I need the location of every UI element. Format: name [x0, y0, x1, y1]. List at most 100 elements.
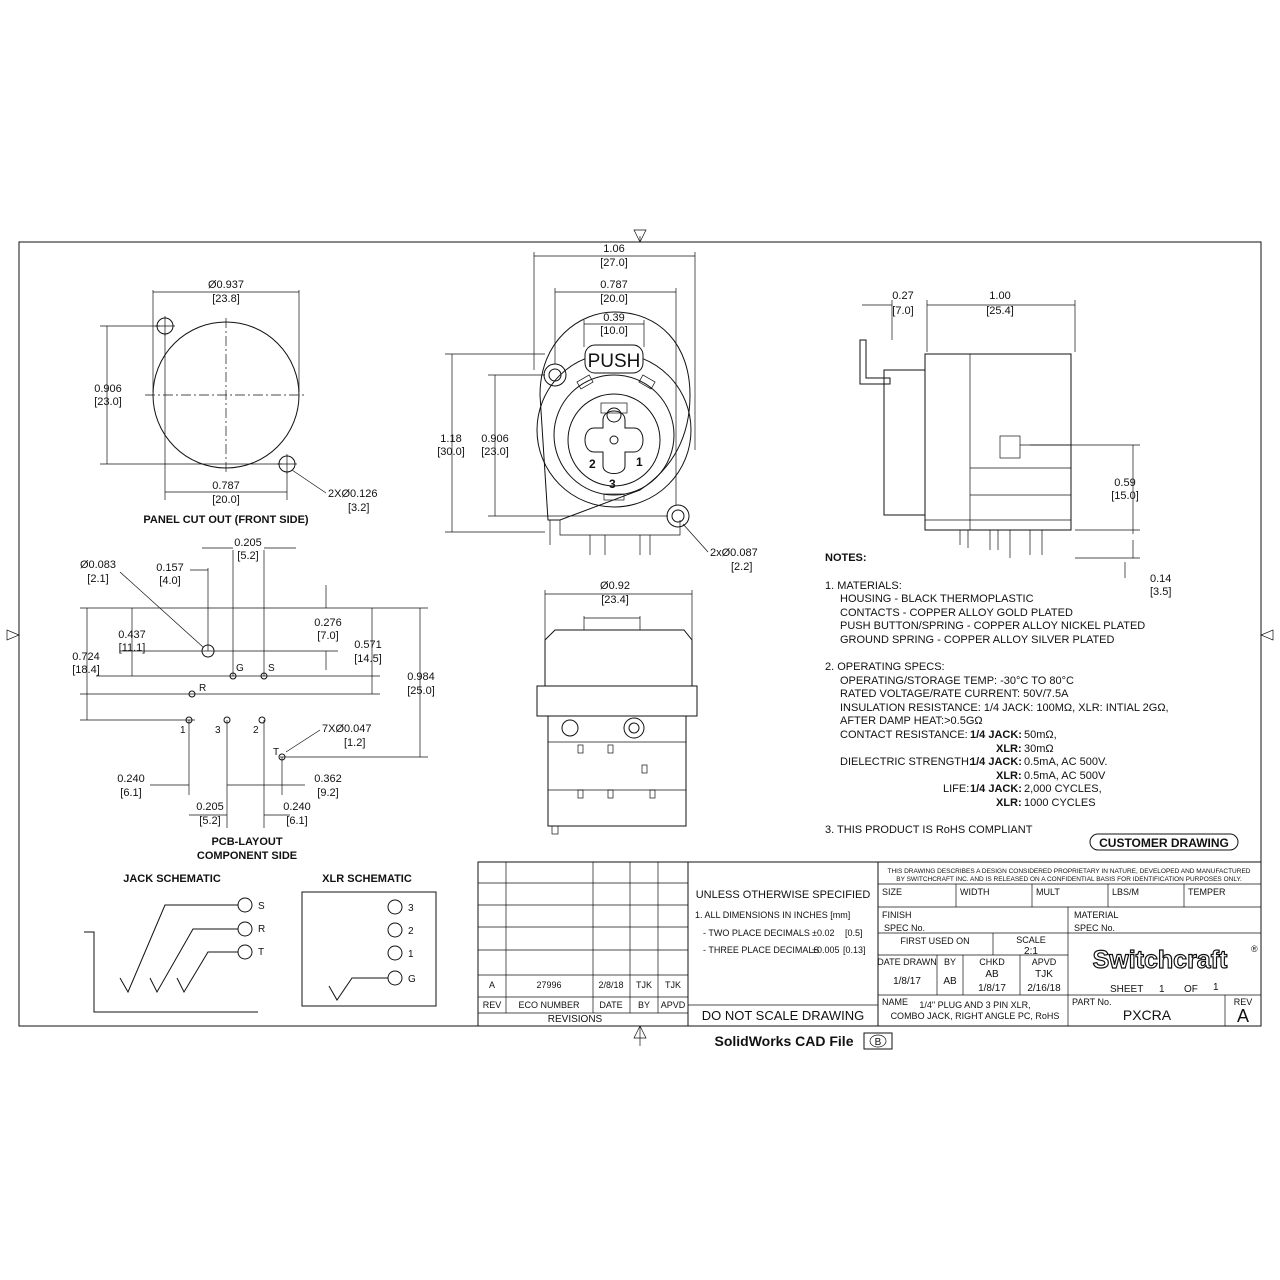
side-d1-mm: [7.0]: [892, 305, 913, 317]
tb-lbsm: LBS/M: [1112, 887, 1139, 897]
side-d4-mm: [3.5]: [1150, 586, 1171, 598]
front-w1-mm: [27.0]: [600, 257, 628, 269]
spec-damp: AFTER DAMP HEAT:>0.5GΩ: [840, 715, 983, 727]
proprietary-line-2: BY SWITCHCRAFT INC. AND IS RELEASED ON A…: [896, 876, 1242, 883]
pcb-a-mm: [2.1]: [87, 573, 108, 585]
front-hole-mm: [2.2]: [731, 561, 752, 573]
tb-date-drawn: 1/8/17: [893, 976, 921, 987]
tb-apvd: TJK: [1035, 969, 1053, 980]
revisions-label: REVISIONS: [548, 1014, 603, 1025]
pcb-i-mm: [1.2]: [344, 737, 365, 749]
tb-of-h: OF: [1184, 984, 1198, 995]
spec-life-jack-key: 1/4 JACK:: [970, 783, 1022, 795]
xlr-schematic-title: XLR SCHEMATIC: [322, 873, 412, 885]
side-d2-mm: [25.4]: [986, 305, 1014, 317]
tb-part-h: PART No.: [1072, 997, 1112, 1007]
pcb-i-in: 7XØ0.047: [322, 723, 372, 735]
side-d3-mm: [15.0]: [1111, 490, 1139, 502]
panel-w-mm: [20.0]: [212, 494, 240, 506]
tb-mult: MULT: [1036, 887, 1060, 897]
jack-s-label: S: [258, 901, 265, 912]
spec-temp: OPERATING/STORAGE TEMP: -30°C TO 80°C: [840, 675, 1074, 687]
spec-contact-jack: 50mΩ,: [1024, 729, 1057, 741]
tb-sheet: 1: [1159, 984, 1165, 995]
jack-t-label: T: [258, 947, 264, 958]
front-h2-mm: [23.0]: [481, 446, 509, 458]
panel-dia-in: Ø0.937: [208, 279, 244, 291]
push-label: PUSH: [588, 351, 641, 372]
xlr-2-label: 2: [408, 926, 414, 937]
revision-block: A 27996 2/8/18 TJK TJK REV ECO NUMBER DA…: [477, 861, 689, 1027]
rev-row-date: 2/8/18: [598, 980, 623, 990]
side-d3-in: 0.59: [1114, 477, 1135, 489]
side-d4-in: 0.14: [1150, 573, 1171, 585]
pcb-d-in: 0.276: [314, 617, 342, 629]
rev-header-apvd: APVD: [661, 1000, 686, 1010]
spec-contact-jack-key: 1/4 JACK:: [970, 729, 1022, 741]
panel-cutout-label: PANEL CUT OUT (FRONT SIDE): [143, 514, 309, 526]
tolerance-three-place-val: ±0.005: [812, 945, 839, 955]
xlr-g-label: G: [408, 974, 416, 985]
panel-hole-mm: [3.2]: [348, 502, 369, 514]
pcb-a-in: Ø0.083: [80, 559, 116, 571]
spec-rated: RATED VOLTAGE/RATE CURRENT: 50V/7.5A: [840, 688, 1069, 700]
pcb-j-in: 0.240: [117, 773, 145, 785]
tb-by-h: BY: [944, 957, 956, 967]
spec-diel-jack: 0.5mA, AC 500V.: [1024, 756, 1107, 768]
material-line-1: HOUSING - BLACK THERMOPLASTIC: [840, 593, 1034, 605]
pin2-label: 2: [589, 457, 596, 471]
front-hole-in: 2xØ0.087: [710, 547, 758, 559]
pcb-j-mm: [6.1]: [120, 787, 141, 799]
spec-dielectric-label: DIELECTRIC STRENGTH:: [840, 756, 972, 768]
spec-contact-xlr: 30mΩ: [1024, 743, 1054, 755]
pcb-label-1: PCB-LAYOUT: [211, 836, 282, 848]
cad-rev-letter: B: [875, 1037, 882, 1048]
pcb-d-mm: [7.0]: [317, 630, 338, 642]
tb-size: SIZE: [882, 887, 902, 897]
tb-spec2: SPEC No.: [1074, 923, 1115, 933]
spec-contact-label: CONTACT RESISTANCE:: [840, 729, 968, 741]
pcb-b-in: 0.157: [156, 562, 184, 574]
pin3-label: 3: [609, 477, 616, 491]
rev-row-by: TJK: [636, 980, 652, 990]
jack-schematic-title: JACK SCHEMATIC: [123, 873, 221, 885]
front-h1-mm: [30.0]: [437, 446, 465, 458]
tb-rev-h: REV: [1234, 997, 1253, 1007]
tb-sheet-h: SHEET: [1110, 984, 1143, 995]
pcb-pin-1: 1: [180, 725, 186, 736]
tolerance-title: UNLESS OTHERWISE SPECIFIED: [696, 889, 871, 901]
side-view: 0.27 [7.0] 1.00 [25.4] 0.59 [15.0] 0.14 …: [859, 290, 1171, 598]
xlr-1-label: 1: [408, 949, 414, 960]
pcb-h-mm: [25.0]: [407, 685, 435, 697]
tb-apvd-date: 2/16/18: [1027, 983, 1061, 994]
panel-dia-mm: [23.8]: [212, 293, 240, 305]
pcb-f-in: 0.571: [354, 639, 382, 651]
pcb-b-mm: [4.0]: [159, 575, 180, 587]
spec-insulation: INSULATION RESISTANCE: 1/4 JACK: 100MΩ, …: [840, 702, 1169, 714]
tolerance-block: UNLESS OTHERWISE SPECIFIED 1. ALL DIMENS…: [687, 861, 879, 1027]
rev-header-eco: ECO NUMBER: [518, 1000, 580, 1010]
registered-mark-icon: ®: [1251, 944, 1258, 954]
spec-diel-xlr: 0.5mA, AC 500V: [1024, 770, 1106, 782]
front-w3-mm: [10.0]: [600, 325, 628, 337]
xlr-schematic: XLR SCHEMATIC 3 2 1 G: [301, 873, 437, 1007]
tolerance-two-place-val: ±0.02: [812, 928, 834, 938]
tolerance-line-1: 1. ALL DIMENSIONS IN INCHES [mm]: [695, 910, 850, 920]
jack-schematic: JACK SCHEMATIC S R T: [84, 873, 265, 1013]
pcb-h-in: 0.984: [407, 671, 435, 683]
tolerance-three-place-mm: [0.13]: [843, 945, 866, 955]
panel-h-in: 0.906: [94, 383, 122, 395]
rohs-note: 3. THIS PRODUCT IS RoHS COMPLIANT: [825, 824, 1033, 836]
pcb-f-mm: [14.5]: [354, 653, 382, 665]
tb-name-2: COMBO JACK, RIGHT ANGLE PC, RoHS: [891, 1011, 1060, 1021]
centering-marks: [6, 229, 1274, 1039]
xlr-3-label: 3: [408, 903, 414, 914]
bottom-view: Ø0.92 [23.4]: [536, 580, 698, 835]
panel-h-mm: [23.0]: [94, 396, 122, 408]
material-line-2: CONTACTS - COPPER ALLOY GOLD PLATED: [840, 607, 1073, 619]
rev-row-apvd: TJK: [665, 980, 681, 990]
pcb-c-mm: [5.2]: [237, 550, 258, 562]
tb-scale: 2:1: [1024, 946, 1038, 957]
tb-width: WIDTH: [960, 887, 990, 897]
tb-name-1: 1/4" PLUG AND 3 PIN XLR,: [919, 1000, 1030, 1010]
